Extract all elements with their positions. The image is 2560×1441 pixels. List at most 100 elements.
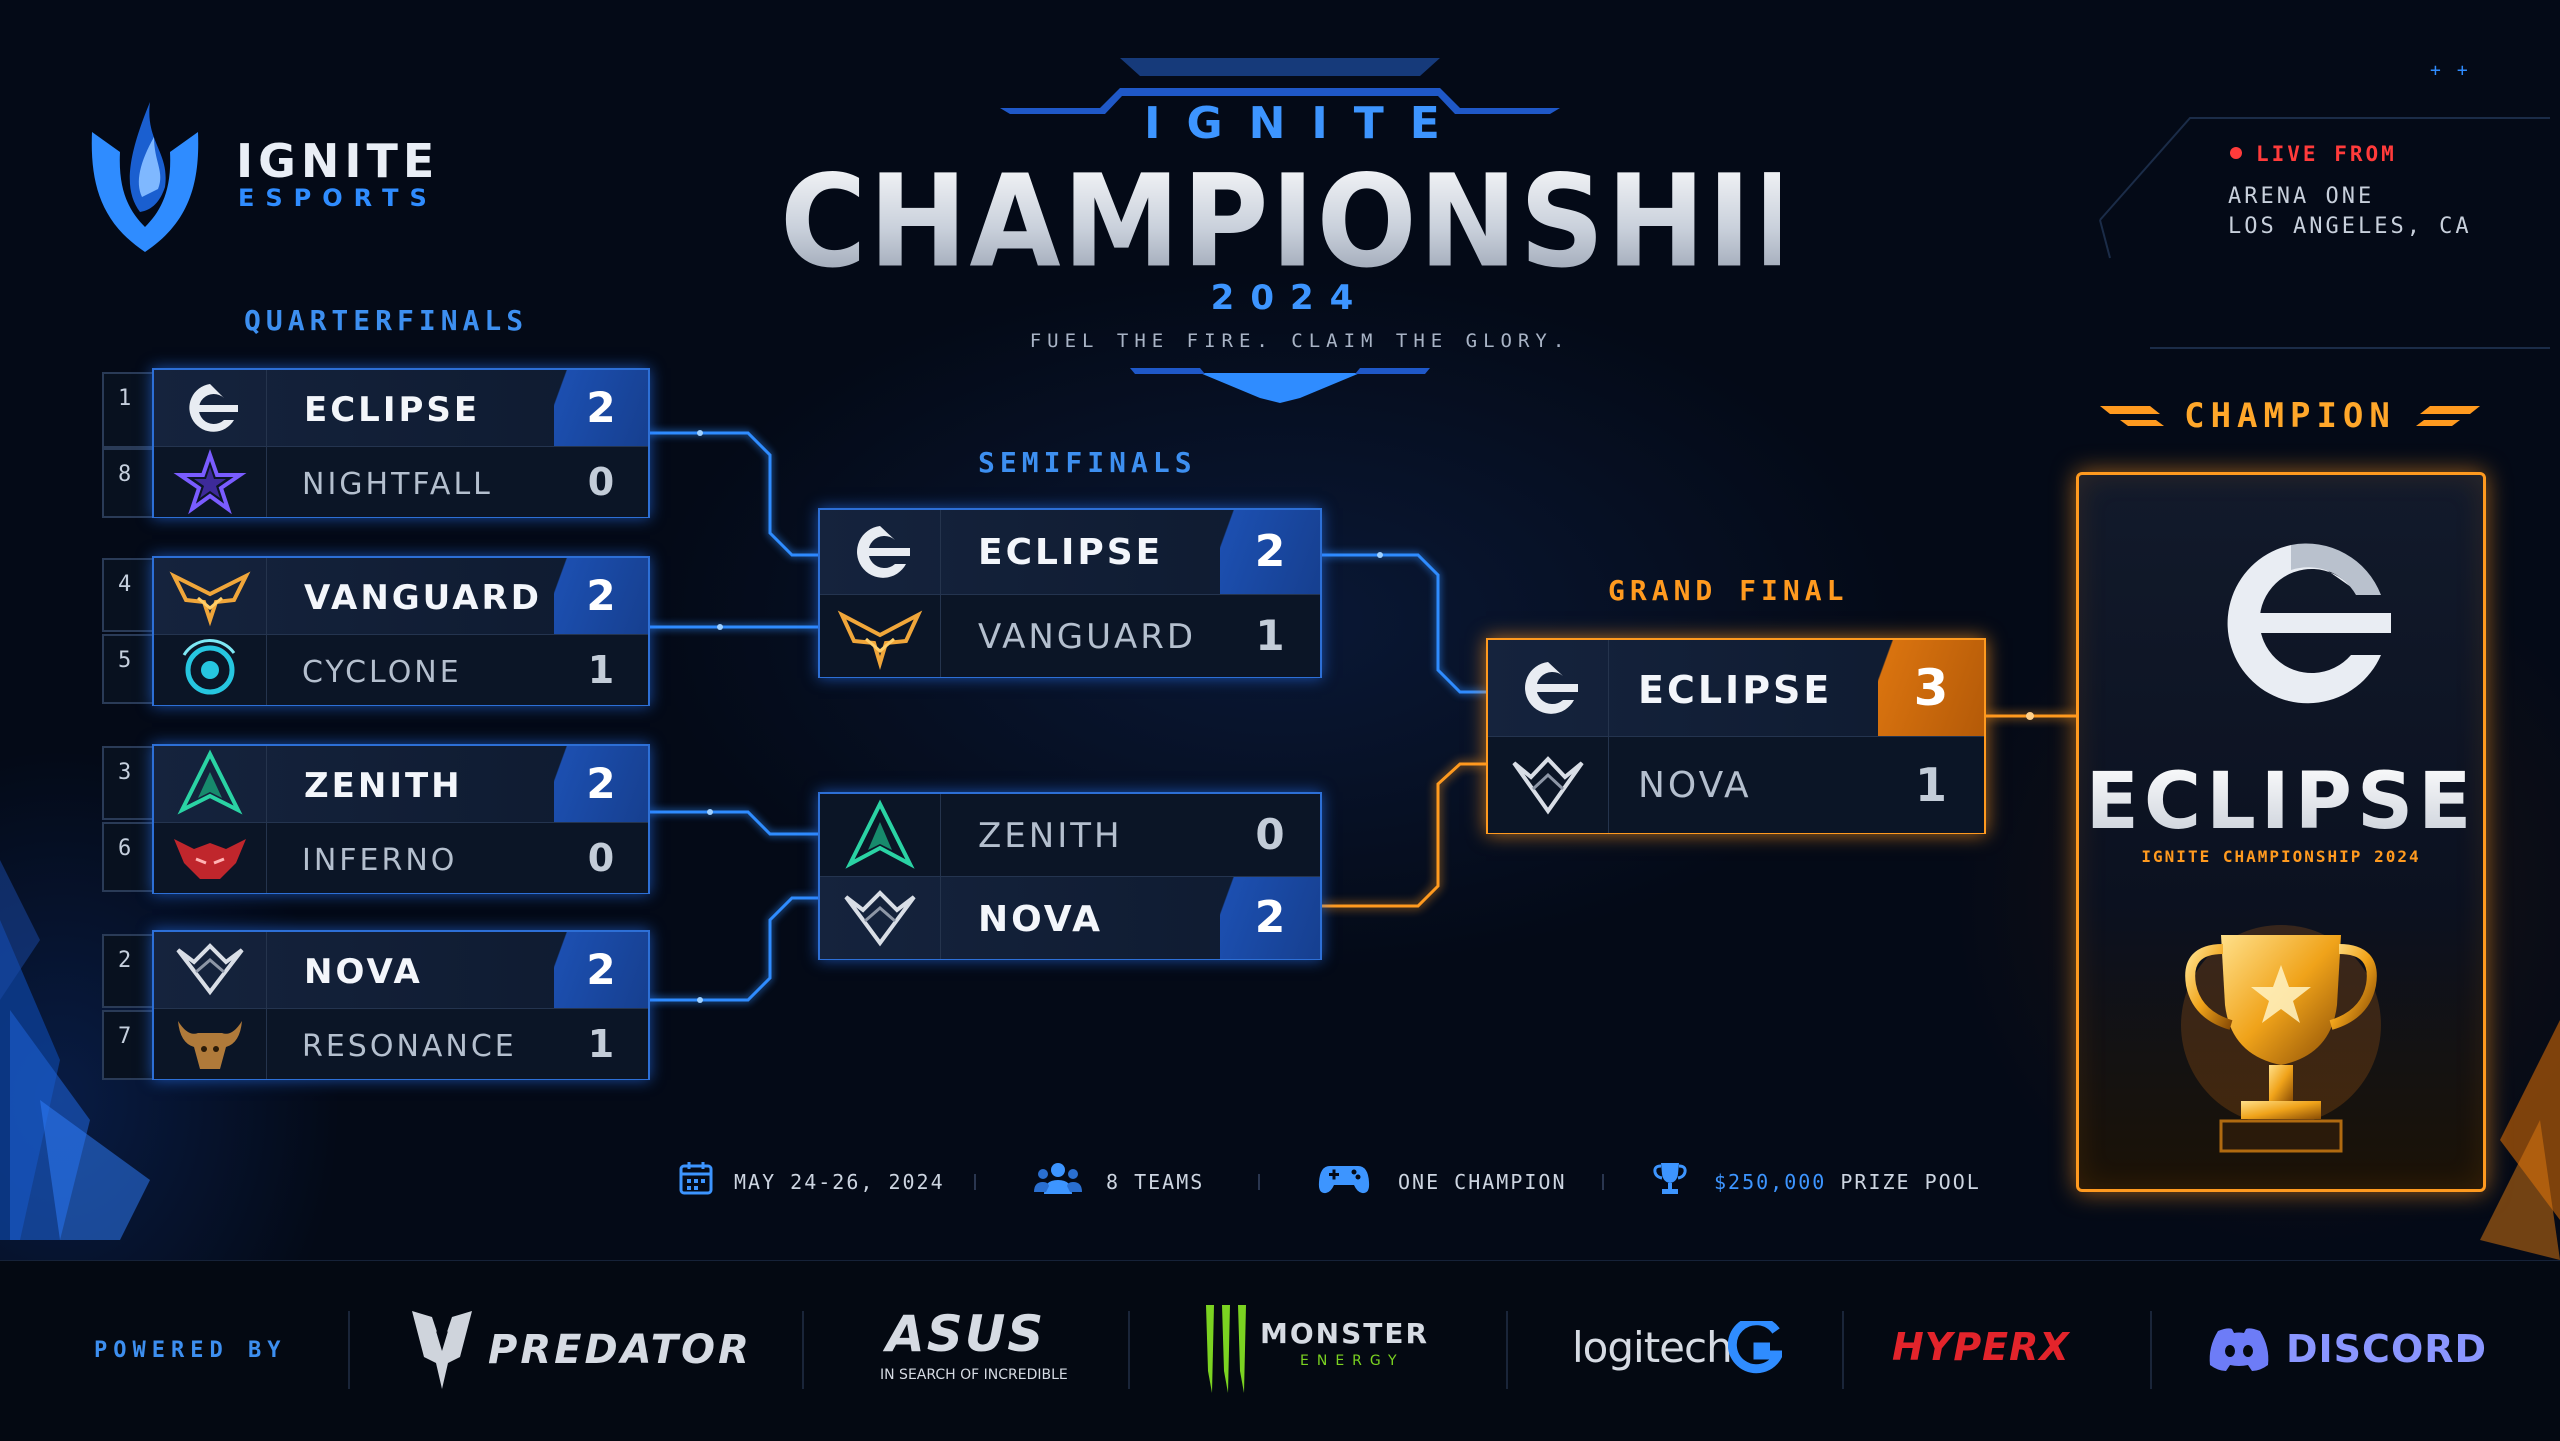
round-grand-final: GRAND FINAL <box>1608 574 1849 607</box>
powered-by-label: POWERED BY <box>94 1338 287 1363</box>
prize-amount: $250,000 <box>1714 1170 1827 1194</box>
qf2-match[interactable]: VANGUARD 2 CYCLONE 1 <box>152 556 650 706</box>
info-champion: ONE CHAMPION <box>1398 1170 1567 1194</box>
ignite-flame-shield-icon <box>91 102 199 252</box>
sf1-bottom-score: 1 <box>1255 611 1285 660</box>
title-top: IGNITE <box>1144 98 1466 149</box>
sf2-top-row[interactable]: ZENITH 0 <box>820 794 1320 876</box>
prize-label: PRIZE POOL <box>1840 1170 1981 1194</box>
live-label: LIVE FROM <box>2256 142 2397 166</box>
qf1-bottom-row[interactable]: NIGHTFALL 0 <box>154 446 648 517</box>
qf1-top-seed: 1 <box>102 372 156 448</box>
qf4-match[interactable]: NOVA 2 RESONANCE 1 <box>152 930 650 1080</box>
sf1-top-row[interactable]: ECLIPSE 2 <box>820 510 1320 594</box>
nova-crown-icon <box>176 943 244 996</box>
gf-bottom-row[interactable]: NOVA 1 <box>1488 736 1984 833</box>
zenith-arrow-icon <box>177 749 243 815</box>
champion-card: ECLIPSE IGNITE CHAMPIONSHIP 2024 <box>2076 472 2486 1192</box>
qf2-bottom-row[interactable]: CYCLONE 1 <box>154 634 648 705</box>
sponsor-predator[interactable]: PREDATOR <box>488 1327 752 1373</box>
gf-bottom-score: 1 <box>1914 758 1947 812</box>
qf4-bottom-seed: 7 <box>102 1010 156 1080</box>
footer-separator <box>1128 1311 1130 1389</box>
qf4-top-seed: 2 <box>102 934 156 1008</box>
logitech-g-icon <box>1728 1321 1782 1374</box>
info-separator <box>1602 1174 1604 1190</box>
live-dot-icon <box>2230 147 2242 159</box>
qf4-top-row[interactable]: NOVA 2 <box>154 932 648 1008</box>
sf1-bottom-row[interactable]: VANGUARD 1 <box>820 594 1320 677</box>
title-year: 2024 <box>1210 278 1370 318</box>
champion-label: CHAMPION <box>2184 396 2396 436</box>
info-dates: MAY 24-26, 2024 <box>734 1170 945 1194</box>
qf1-bottom-seed: 8 <box>102 448 156 518</box>
sponsor-logitech[interactable]: logitech <box>1572 1323 1733 1372</box>
gf-bottom-team: NOVA <box>1638 765 1752 806</box>
vanguard-wings-icon <box>837 610 923 670</box>
gf-top-row[interactable]: ECLIPSE 3 <box>1488 640 1984 736</box>
trophy-small-icon <box>1653 1163 1687 1194</box>
predator-logo-icon <box>412 1311 472 1389</box>
qf2-top-seed: 4 <box>102 558 156 632</box>
footer-separator <box>1842 1311 1844 1389</box>
inferno-demon-icon <box>174 839 246 879</box>
sponsor-asus[interactable]: ASUS <box>886 1305 1046 1363</box>
live-city: LOS ANGELES, CA <box>2228 214 2472 239</box>
qf4-bottom-team: RESONANCE <box>302 1029 517 1064</box>
sponsor-footer: POWERED BY PREDATOR ASUS IN SEARCH OF IN… <box>0 1260 2560 1441</box>
sf2-top-team: ZENITH <box>978 816 1123 856</box>
nightfall-star-icon <box>173 448 247 515</box>
qf4-top-team: NOVA <box>304 952 423 992</box>
tagline: FUEL THE FIRE. CLAIM THE GLORY. <box>1029 330 1571 352</box>
qf2-top-team: VANGUARD <box>304 578 542 618</box>
team-users-icon <box>1034 1163 1082 1194</box>
qf3-top-score: 2 <box>554 746 648 822</box>
footer-separator <box>1506 1311 1508 1389</box>
qf2-bottom-seed: 5 <box>102 634 156 704</box>
info-teams: 8 TEAMS <box>1106 1170 1205 1194</box>
calendar-icon <box>679 1162 713 1195</box>
qf3-match[interactable]: ZENITH 2 INFERNO 0 <box>152 744 650 894</box>
sponsor-discord[interactable]: DISCORD <box>2286 1327 2488 1371</box>
info-separator <box>974 1174 976 1190</box>
sf2-bottom-row[interactable]: NOVA 2 <box>820 876 1320 959</box>
sponsor-monster[interactable]: MONSTER <box>1260 1317 1430 1350</box>
brand-subtitle: ESPORTS <box>238 184 438 212</box>
blue-crystals-decoration <box>0 860 150 1240</box>
qf1-top-row[interactable]: ECLIPSE 2 <box>154 370 648 446</box>
sf2-top-score: 0 <box>1255 810 1285 859</box>
qf3-bottom-seed: 6 <box>102 822 156 892</box>
eclipse-large-logo-icon <box>2227 543 2391 704</box>
qf1-match[interactable]: ECLIPSE 2 NIGHTFALL 0 <box>152 368 650 518</box>
champion-wings-decoration <box>2100 406 2480 426</box>
zenith-arrow-icon <box>845 799 915 869</box>
qf3-top-seed: 3 <box>102 746 156 820</box>
gamepad-icon <box>1318 1166 1370 1194</box>
qf3-bottom-row[interactable]: INFERNO 0 <box>154 822 648 893</box>
gf-top-team: ECLIPSE <box>1638 668 1833 712</box>
resonance-bull-icon <box>178 1021 242 1069</box>
grand-final-match[interactable]: ECLIPSE 3 NOVA 1 <box>1486 638 1986 834</box>
qf2-top-row[interactable]: VANGUARD 2 <box>154 558 648 634</box>
nova-crown-icon <box>1512 756 1584 815</box>
qf4-bottom-row[interactable]: RESONANCE 1 <box>154 1008 648 1079</box>
sponsor-monster-tagline: ENERGY <box>1300 1353 1405 1369</box>
trophy-icon <box>2181 925 2381 1153</box>
sf1-match[interactable]: ECLIPSE 2 VANGUARD 1 <box>818 508 1322 678</box>
round-semifinals: SEMIFINALS <box>978 446 1197 479</box>
qf1-top-team: ECLIPSE <box>304 390 481 430</box>
nova-crown-icon <box>844 890 916 947</box>
title-frame-decoration <box>1000 58 1560 403</box>
qf3-bottom-team: INFERNO <box>302 843 458 878</box>
qf3-bottom-score: 0 <box>587 836 615 880</box>
live-venue: ARENA ONE <box>2228 184 2375 209</box>
sf2-match[interactable]: ZENITH 0 NOVA 2 <box>818 792 1322 960</box>
sf2-bottom-score: 2 <box>1220 877 1320 959</box>
sponsor-hyperx[interactable]: HYPERX <box>1892 1325 2070 1369</box>
qf1-bottom-team: NIGHTFALL <box>302 467 493 502</box>
monster-claw-icon <box>1206 1305 1246 1393</box>
qf2-top-score: 2 <box>554 558 648 634</box>
qf3-top-row[interactable]: ZENITH 2 <box>154 746 648 822</box>
round-quarterfinals: QUARTERFINALS <box>244 304 529 337</box>
